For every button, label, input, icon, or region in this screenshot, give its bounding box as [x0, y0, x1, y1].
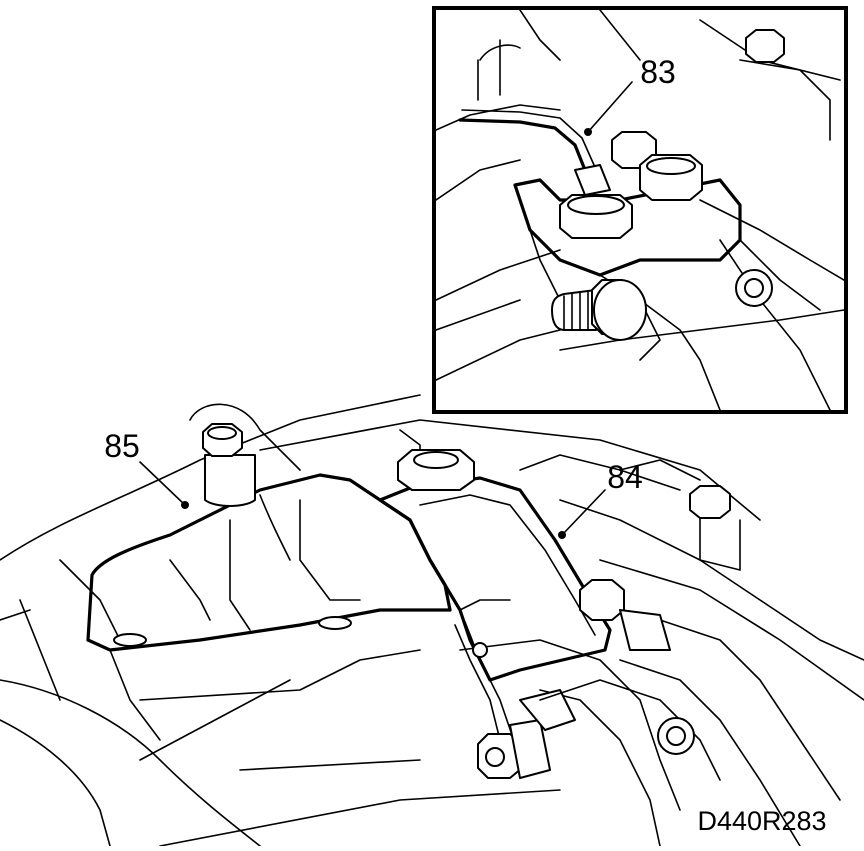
subframe-outline	[0, 394, 864, 847]
figure-code: D440R283	[697, 806, 826, 836]
callout-84: 84	[607, 459, 643, 495]
callout-85: 85	[104, 428, 140, 464]
right-mount	[539, 459, 741, 781]
inset-frame	[432, 6, 848, 414]
callout-83: 83	[640, 54, 676, 90]
inset-detail: 83	[432, 6, 848, 414]
main-view: 85 84	[0, 394, 864, 847]
leader-lines	[139, 461, 606, 539]
inset-drawing: 83	[436, 10, 844, 410]
bracket-84	[378, 449, 612, 779]
engine-mount-85	[86, 403, 452, 761]
